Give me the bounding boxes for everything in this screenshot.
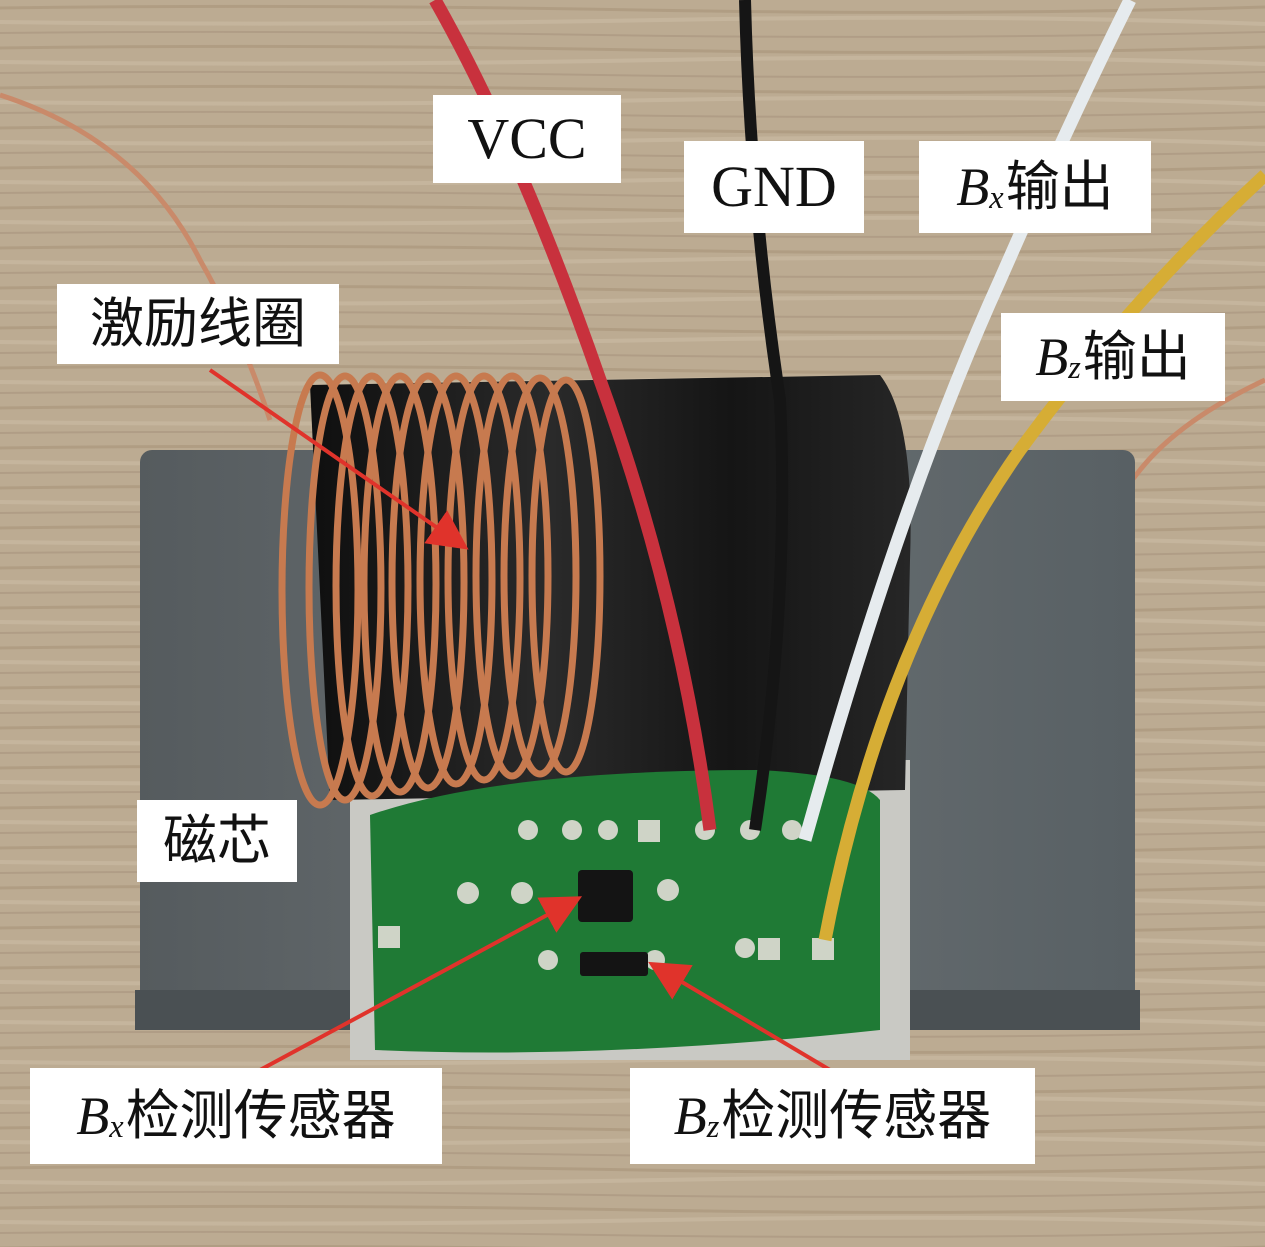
label-bz-sensor-subscript: z — [706, 1109, 720, 1146]
label-bx-sensor-subscript: x — [109, 1109, 124, 1146]
gnd-wire-black — [739, 0, 789, 831]
arrow-coil — [208, 368, 469, 550]
label-magnetic-core: 磁芯 — [137, 800, 297, 882]
label-bz-sensor-text: 检测传感器 — [721, 1084, 992, 1147]
bz-sensor-chip — [580, 952, 648, 976]
label-bz-output-symbol: B — [1035, 327, 1069, 387]
bx-sensor-chip — [578, 870, 633, 922]
excitation-coil — [278, 371, 604, 809]
label-bx-output-subscript: x — [989, 180, 1004, 217]
label-bx-sensor-symbol: B — [76, 1086, 110, 1146]
label-bx-output-text: 输出 — [1005, 155, 1114, 218]
label-bz-output-text: 输出 — [1082, 325, 1191, 388]
bx-output-wire-white — [798, 0, 1136, 842]
label-excitation-coil: 激励线圈 — [57, 284, 339, 364]
arrow-bz-sensor — [648, 961, 832, 1072]
label-bz-sensor-symbol: B — [673, 1086, 707, 1146]
label-vcc: VCC — [433, 95, 621, 183]
label-bx-output-symbol: B — [956, 157, 990, 217]
label-bz-output-subscript: z — [1068, 350, 1081, 387]
arrow-bx-sensor — [259, 896, 583, 1072]
bz-output-wire-yellow — [818, 170, 1265, 942]
label-gnd: GND — [684, 141, 864, 233]
label-bx-sensor-text: 检测传感器 — [125, 1084, 396, 1147]
